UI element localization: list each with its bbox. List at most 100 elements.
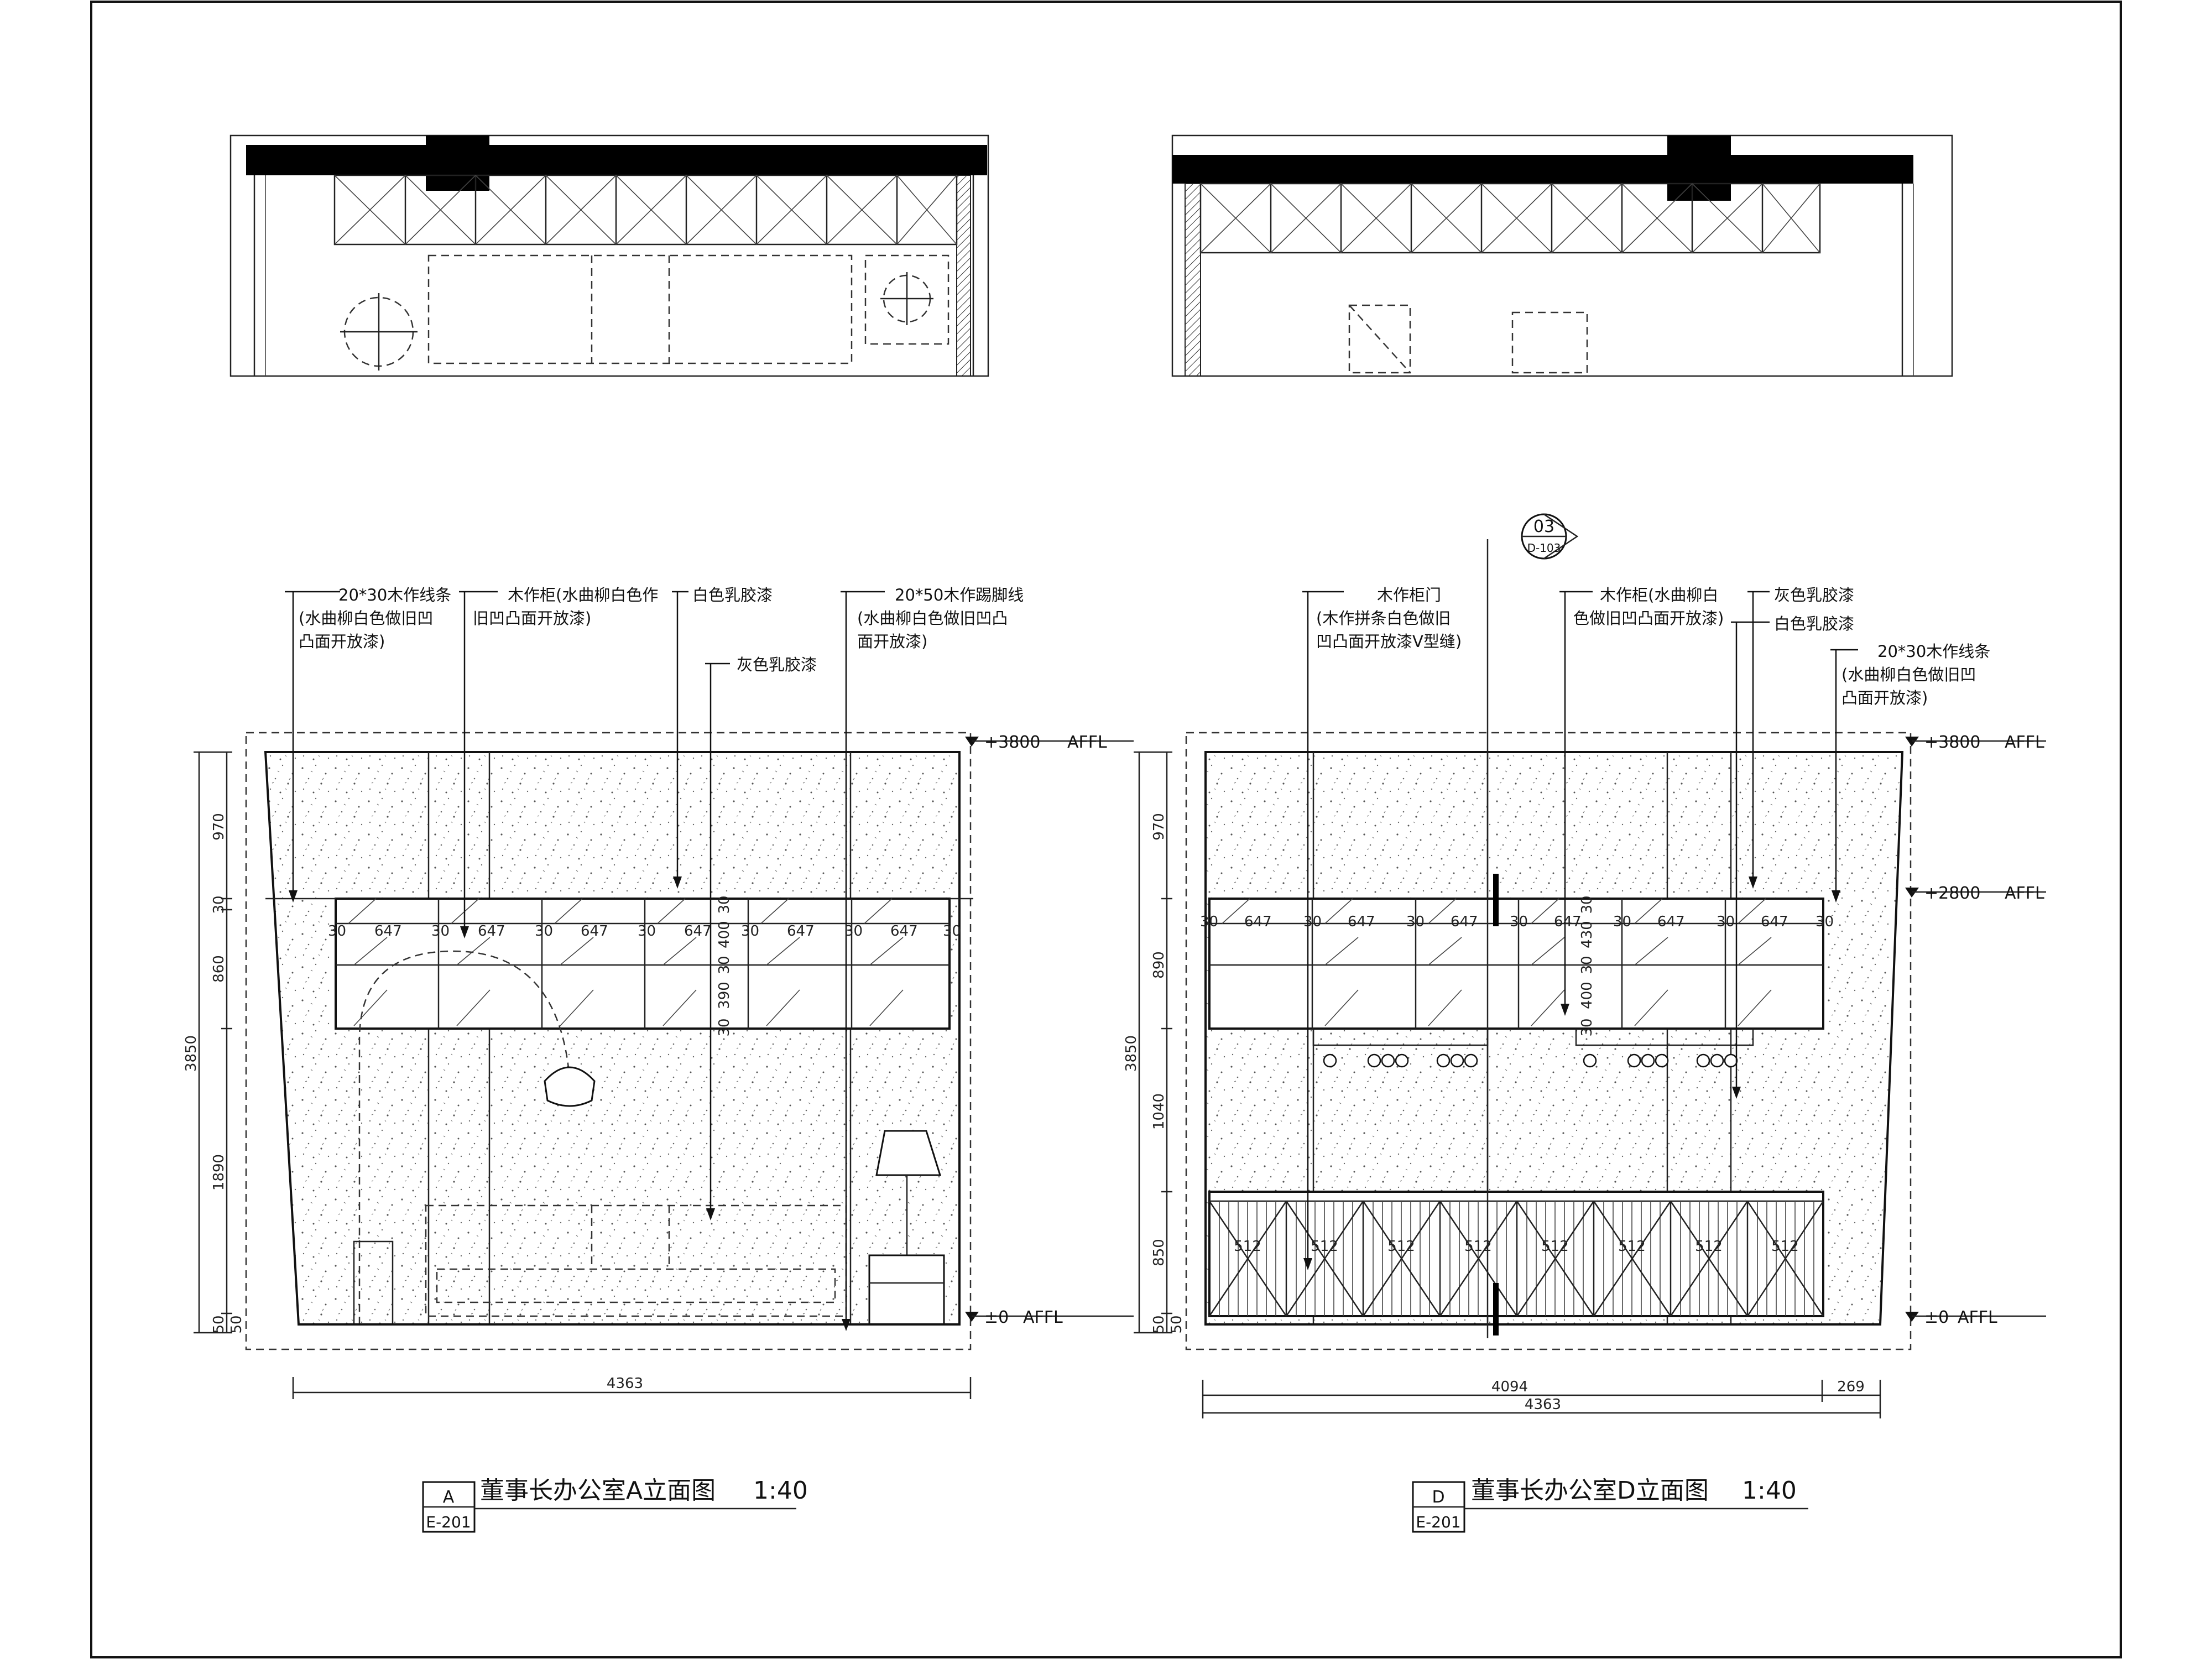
shelf-a-dim-13: 30 bbox=[943, 923, 961, 940]
shelf-d-vdim-5: 30 bbox=[1579, 1018, 1595, 1036]
dim-d-seg-6: 50 bbox=[1168, 1315, 1185, 1333]
level-d-top-unit: AFFL bbox=[2005, 733, 2044, 752]
shelf-a-dim-6: 647 bbox=[581, 923, 608, 940]
shelf-a-dim-11: 30 bbox=[844, 923, 863, 940]
note-a-skirting-3: 面开放漆) bbox=[857, 632, 927, 651]
dim-d-seg-5: 50 bbox=[1151, 1315, 1167, 1333]
note-a-white-paint: 白色乳胶漆 bbox=[692, 586, 773, 604]
level-a-top: +3800 bbox=[984, 733, 1040, 752]
shelf-d-dim-3: 30 bbox=[1303, 914, 1322, 930]
shelf-a-vdim-3: 30 bbox=[716, 956, 733, 974]
sheet-border bbox=[90, 1, 2122, 1658]
shelf-d-dim-11: 30 bbox=[1717, 914, 1735, 930]
shelf-a-dim-1: 30 bbox=[328, 923, 346, 940]
shelf-a-dim-2: 647 bbox=[374, 923, 402, 940]
shelf-d-dim-6: 647 bbox=[1451, 914, 1478, 930]
shelf-a-dim-3: 30 bbox=[431, 923, 450, 940]
shelf-d-dim-9: 30 bbox=[1613, 914, 1631, 930]
plan-view-a bbox=[229, 134, 989, 377]
note-a-grey-paint: 灰色乳胶漆 bbox=[737, 655, 817, 674]
level-a-floor-unit: AFFL bbox=[1023, 1308, 1063, 1327]
dim-a-width: 4363 bbox=[607, 1375, 643, 1392]
shelf-d-dim-5: 30 bbox=[1406, 914, 1425, 930]
shelf-d-vdim-3: 30 bbox=[1579, 956, 1595, 974]
note-d-door-2: (木作拼条白色做旧 bbox=[1316, 609, 1451, 628]
level-a-top-unit: AFFL bbox=[1067, 733, 1107, 752]
dim-a-seg-3: 860 bbox=[211, 955, 227, 983]
section-tag-bottom: D-103 bbox=[1527, 541, 1561, 555]
note-a-cabinet-2: 旧凹凸面开放漆) bbox=[473, 609, 591, 628]
dim-a-seg-2: 30 bbox=[211, 895, 227, 914]
shelf-a-dim-8: 647 bbox=[684, 923, 712, 940]
elevation-a bbox=[245, 732, 973, 1350]
dim-a-total: 3850 bbox=[183, 1035, 200, 1072]
note-d-wood-strip-2: (水曲柳白色做旧凹 bbox=[1841, 665, 1976, 684]
note-d-cabinet-2: 色做旧凹凸面开放漆) bbox=[1573, 609, 1724, 628]
section-tag-top: 03 bbox=[1533, 517, 1554, 536]
shelf-d-dim-13: 30 bbox=[1815, 914, 1834, 930]
shelf-d-vdim-4: 400 bbox=[1579, 982, 1595, 1009]
shelf-a-dim-4: 647 bbox=[478, 923, 505, 940]
shelf-d-dim-1: 30 bbox=[1200, 914, 1218, 930]
note-d-wood-strip-3: 凸面开放漆) bbox=[1841, 688, 1928, 707]
title-a-scale: 1:40 bbox=[753, 1477, 808, 1505]
shelf-d-vdim-2: 430 bbox=[1579, 921, 1595, 948]
shelf-a-vdim-4: 390 bbox=[716, 982, 733, 1009]
shelf-d-dim-2: 647 bbox=[1244, 914, 1272, 930]
shelf-a-vdim-5: 30 bbox=[716, 1018, 733, 1036]
level-d-top: +3800 bbox=[1924, 733, 1980, 752]
note-a-wood-strip-2: (水曲柳白色做旧凹 bbox=[299, 609, 433, 628]
dim-a-seg-6: 50 bbox=[228, 1315, 245, 1333]
title-d-tag-top: D bbox=[1432, 1488, 1444, 1507]
shelf-a-dim-12: 647 bbox=[890, 923, 918, 940]
level-d-mid-unit: AFFL bbox=[2005, 884, 2044, 903]
section-symbol bbox=[1521, 513, 1579, 560]
shelf-a-vdim-2: 400 bbox=[716, 921, 733, 948]
shelf-a-dim-7: 30 bbox=[638, 923, 656, 940]
note-a-skirting-1: 20*50木作踢脚线 bbox=[895, 586, 1024, 604]
door-dim-2: 512 bbox=[1311, 1238, 1338, 1255]
shelf-d-dim-12: 647 bbox=[1761, 914, 1788, 930]
door-dim-7: 512 bbox=[1695, 1238, 1723, 1255]
shelf-a-dim-5: 30 bbox=[535, 923, 553, 940]
shelf-d-dim-4: 647 bbox=[1348, 914, 1375, 930]
shelf-a-dim-10: 647 bbox=[787, 923, 815, 940]
shelf-d-dim-8: 647 bbox=[1554, 914, 1582, 930]
note-a-skirting-2: (水曲柳白色做旧凹凸 bbox=[857, 609, 1008, 628]
dim-a-seg-4: 1890 bbox=[211, 1154, 227, 1191]
note-a-cabinet-1: 木作柜(水曲柳白色作 bbox=[508, 586, 658, 604]
shelf-d-dim-7: 30 bbox=[1510, 914, 1528, 930]
title-block-d: D E-201 董事长办公室D立面图 1:40 bbox=[1412, 1477, 1808, 1533]
note-a-wood-strip-1: 20*30木作线条 bbox=[338, 586, 451, 604]
dim-d-total: 3850 bbox=[1123, 1035, 1140, 1072]
plan-view-d bbox=[1171, 134, 1953, 377]
elevation-d bbox=[1185, 539, 1912, 1350]
level-d-floor-unit: AFFL bbox=[1958, 1308, 1997, 1327]
note-d-grey-paint: 灰色乳胶漆 bbox=[1774, 586, 1854, 604]
title-d-name: 董事长办公室D立面图 bbox=[1471, 1477, 1709, 1505]
door-dim-6: 512 bbox=[1618, 1238, 1646, 1255]
door-dim-4: 512 bbox=[1464, 1238, 1492, 1255]
title-a-tag-top: A bbox=[443, 1488, 455, 1507]
level-d-mid: +2800 bbox=[1924, 884, 1980, 903]
shelf-a-vdim-1: 30 bbox=[716, 895, 733, 914]
door-dim-5: 512 bbox=[1541, 1238, 1569, 1255]
shelf-a-dim-9: 30 bbox=[741, 923, 759, 940]
dimension-lines bbox=[194, 751, 1881, 1418]
dim-d-width-total: 4363 bbox=[1525, 1396, 1561, 1413]
door-dim-3: 512 bbox=[1387, 1238, 1415, 1255]
title-d-scale: 1:40 bbox=[1742, 1477, 1797, 1505]
dim-d-width-b: 269 bbox=[1837, 1379, 1865, 1395]
level-a-floor: ±0 bbox=[984, 1308, 1009, 1327]
shelf-d-dim-10: 647 bbox=[1657, 914, 1685, 930]
note-a-wood-strip-3: 凸面开放漆) bbox=[299, 632, 385, 651]
level-markers bbox=[965, 737, 2046, 1322]
dim-d-width-a: 4094 bbox=[1491, 1379, 1528, 1395]
shelf-d-vdim-1: 30 bbox=[1579, 895, 1595, 914]
title-a-name: 董事长办公室A立面图 bbox=[480, 1477, 716, 1505]
dim-d-seg-4: 850 bbox=[1151, 1239, 1167, 1266]
note-d-white-paint: 白色乳胶漆 bbox=[1774, 614, 1854, 633]
dim-d-seg-1: 970 bbox=[1151, 813, 1167, 841]
title-block-a: A E-201 董事长办公室A立面图 1:40 bbox=[422, 1477, 808, 1533]
